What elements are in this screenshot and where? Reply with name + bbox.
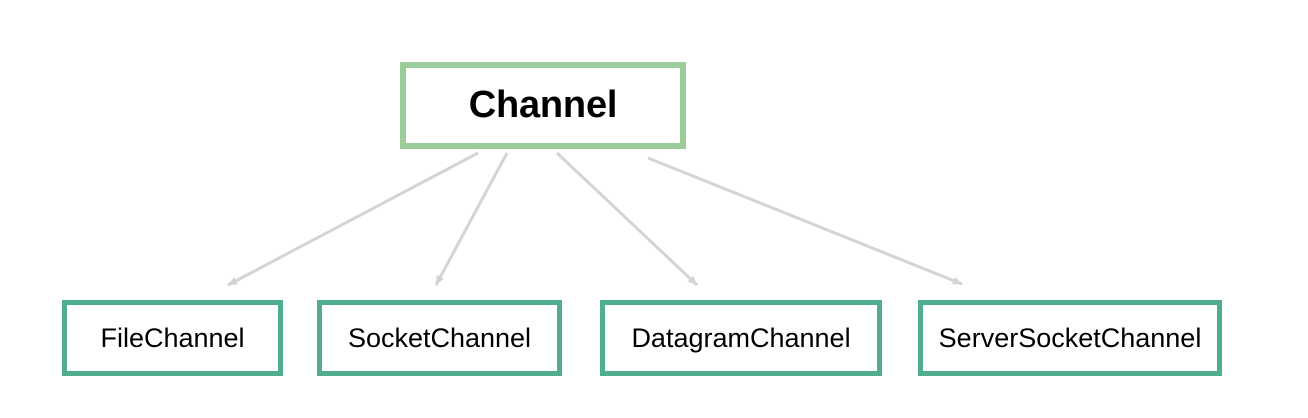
- connector-channel-to-datagramchannel: [555, 151, 699, 287]
- node-socketchannel: SocketChannel: [317, 300, 562, 376]
- connector-channel-to-filechannel: [227, 151, 479, 287]
- node-datagramchannel: DatagramChannel: [600, 300, 882, 376]
- node-channel-label: Channel: [468, 84, 618, 126]
- node-socketchannel-label: SocketChannel: [347, 322, 532, 353]
- connector-channel-to-serversocketchannel: [647, 156, 963, 286]
- node-serversocketchannel-label: ServerSocketChannel: [938, 322, 1202, 353]
- node-serversocketchannel: ServerSocketChannel: [918, 300, 1222, 376]
- connector-channel-to-socketchannel: [434, 152, 509, 286]
- node-channel: Channel: [400, 62, 686, 149]
- node-filechannel-label: FileChannel: [100, 322, 245, 353]
- node-filechannel: FileChannel: [62, 300, 283, 376]
- node-datagramchannel-label: DatagramChannel: [631, 322, 851, 353]
